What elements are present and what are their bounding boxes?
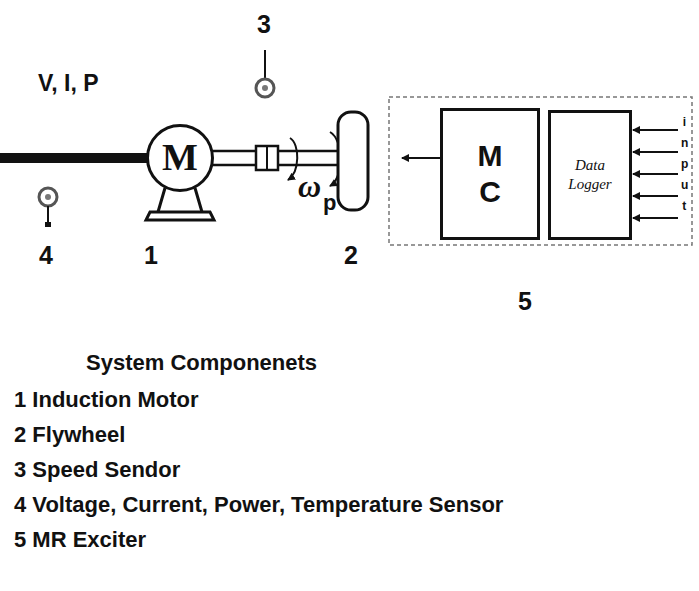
callout-number: 5 [518,287,532,316]
callout-number: 1 [144,241,158,270]
callout-number: 3 [257,10,271,39]
data-logger-box: Data Logger [548,110,632,240]
motor-base [146,212,214,220]
input-arrow [633,129,678,131]
power-cable [0,153,148,163]
rotation-arrow [288,138,297,180]
flywheel [338,112,368,210]
legend-title: System Componenets [86,350,317,376]
coupling [256,146,278,170]
component-item: 1 Induction Motor [14,387,199,413]
input-arrow [633,151,678,153]
component-item: 2 Flywheel [14,422,125,448]
input-arrow [633,173,678,175]
callout-number: 2 [344,241,358,270]
input-arrows [633,130,678,218]
component-item: 4 Voltage, Current, Power, Temperature S… [14,492,503,518]
sensor-lead [47,206,49,222]
component-item: 5 MR Exciter [14,527,146,553]
power-sensor [39,188,57,206]
exciter-enclosure [389,97,692,245]
component-item: 3 Speed Sendor [14,457,180,483]
node-text: M C [474,138,507,210]
input-label: input [681,112,688,217]
subscript: p [323,190,336,216]
speed-sensor [256,79,274,97]
callout-number: 4 [39,241,53,270]
node-text: Data Logger [555,156,625,194]
omega-symbol: ω [298,168,321,205]
node-text: M [162,134,198,182]
motor-circle: M [146,124,214,192]
input-arrow [633,217,678,219]
controller-box: M C [440,108,540,240]
input-arrow [633,195,678,197]
output-arrow [402,157,440,159]
sensor-lead [264,50,266,79]
signal-label: V, I, P [38,70,99,97]
